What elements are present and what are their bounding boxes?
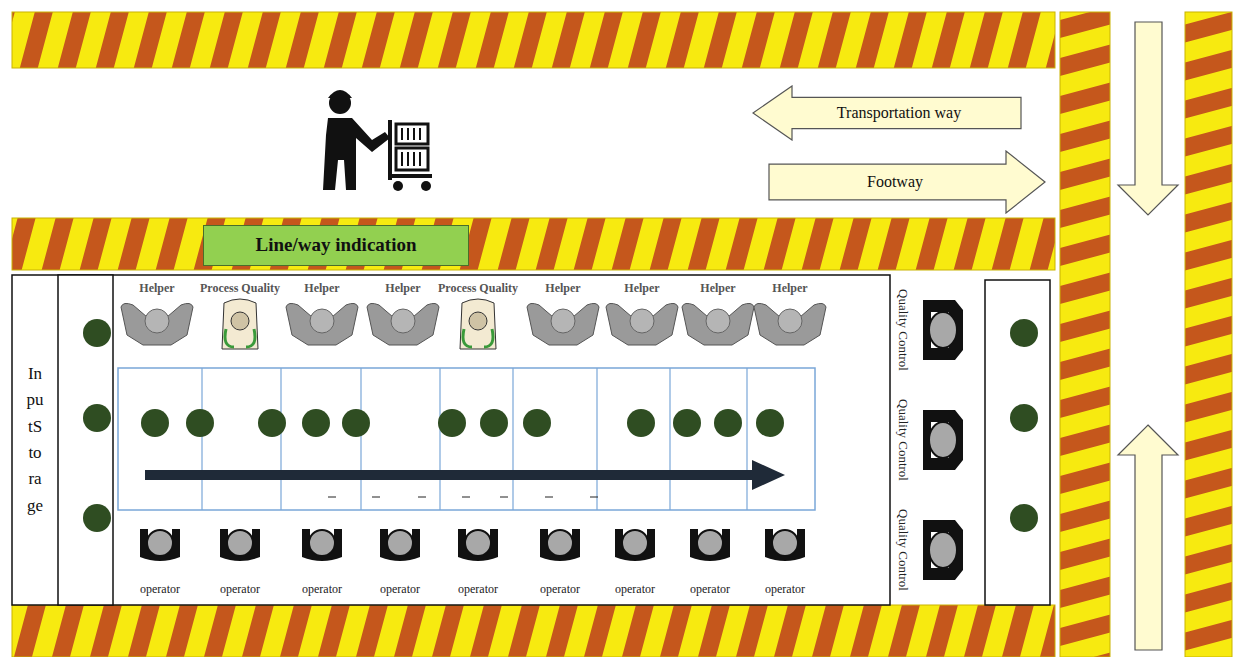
role-label: Helper	[772, 281, 807, 296]
operator-label: operator	[615, 582, 655, 597]
operator-label: operator	[690, 582, 730, 597]
output-box	[985, 280, 1050, 605]
storage-dot-box	[58, 275, 113, 605]
quality-control-label: Quality Control	[895, 509, 911, 591]
flow-arrow	[145, 460, 785, 490]
role-label: Helper	[545, 281, 580, 296]
role-label: Process Quality	[438, 281, 518, 296]
line-frame	[12, 275, 890, 605]
operator-label: operator	[540, 582, 580, 597]
role-label: Helper	[385, 281, 420, 296]
role-label: Process Quality	[200, 281, 280, 296]
role-label: Helper	[624, 281, 659, 296]
operator-label: operator	[458, 582, 498, 597]
operator-label: operator	[302, 582, 342, 597]
role-label: Helper	[700, 281, 735, 296]
cart-worker-icon	[323, 90, 432, 191]
node-text: Line/way indication	[256, 235, 417, 256]
role-label: Helper	[139, 281, 174, 296]
down-arrow	[1118, 22, 1178, 215]
operator-label: operator	[140, 582, 180, 597]
role-label: Helper	[304, 281, 339, 296]
indication-box: Line/way indication	[203, 225, 469, 266]
station-divider	[202, 368, 747, 510]
node-text: Transportation way	[837, 104, 961, 122]
quality-control-label: Quality Control	[895, 399, 911, 481]
node-text: Footway	[867, 173, 923, 191]
node-text: InputStorage	[27, 361, 44, 519]
operator-figure	[140, 529, 805, 561]
wip-dash	[328, 497, 598, 498]
direction-arrow: Footway	[768, 150, 1046, 214]
quality-control-figure	[923, 300, 963, 580]
conveyor	[118, 368, 815, 510]
hazard-band	[12, 12, 1232, 657]
operator-label: operator	[380, 582, 420, 597]
operator-label: operator	[220, 582, 260, 597]
quality-control-label: Quality Control	[895, 289, 911, 371]
operator-label: operator	[765, 582, 805, 597]
wip-dot	[83, 319, 1038, 532]
up-arrow	[1118, 425, 1178, 650]
direction-arrow: Transportation way	[752, 85, 1022, 141]
helper-figure	[121, 299, 826, 349]
input-storage-box: InputStorage	[12, 275, 58, 605]
